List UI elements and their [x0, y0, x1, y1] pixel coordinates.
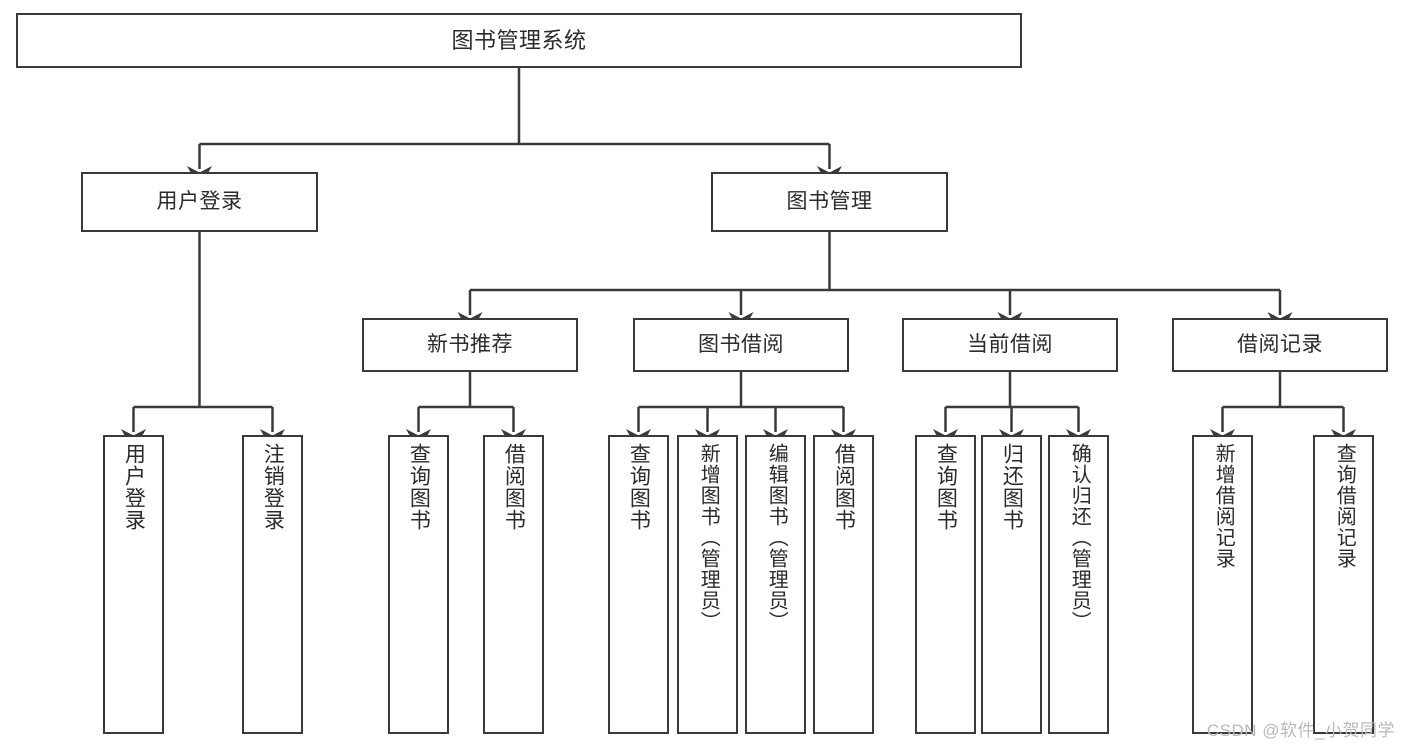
node-leaf-return[interactable]: 归还图书 [981, 435, 1042, 734]
node-leaf-edit-book[interactable]: 编辑图书（管理员） [745, 435, 806, 734]
node-label: 借阅图书 [502, 443, 526, 531]
node-label: 注销登录 [261, 443, 285, 531]
node-label: 确认归还（管理员） [1068, 443, 1091, 632]
node-book-manage[interactable]: 图书管理 [711, 172, 948, 232]
node-user-login[interactable]: 用户登录 [81, 172, 318, 232]
node-label: 编辑图书（管理员） [765, 443, 788, 632]
node-leaf-add-book[interactable]: 新增图书（管理员） [677, 435, 738, 734]
node-label: 图书管理 [786, 189, 873, 213]
node-label: 新增图书（管理员） [697, 443, 720, 632]
node-leaf-logout[interactable]: 注销登录 [242, 435, 303, 734]
node-leaf-user-login[interactable]: 用户登录 [103, 435, 164, 734]
node-label: 查询图书 [407, 443, 431, 531]
node-label: 查询图书 [934, 443, 958, 531]
node-label: 查询图书 [627, 443, 651, 531]
node-root[interactable]: 图书管理系统 [16, 13, 1022, 68]
node-leaf-borrow-2[interactable]: 借阅图书 [813, 435, 874, 734]
node-current-borrow[interactable]: 当前借阅 [902, 318, 1118, 372]
node-leaf-borrow-1[interactable]: 借阅图书 [483, 435, 544, 734]
node-borrow-record[interactable]: 借阅记录 [1172, 318, 1388, 372]
node-label: 查询借阅记录 [1333, 443, 1356, 569]
node-label: 借阅图书 [832, 443, 856, 531]
node-label: 新书推荐 [427, 332, 513, 356]
node-leaf-query-1[interactable]: 查询图书 [388, 435, 449, 734]
node-label: 归还图书 [1000, 443, 1024, 531]
node-book-borrow[interactable]: 图书借阅 [633, 318, 849, 372]
node-new-book-rec[interactable]: 新书推荐 [362, 318, 578, 372]
node-leaf-query-rec[interactable]: 查询借阅记录 [1313, 435, 1374, 734]
node-label: 新增借阅记录 [1212, 443, 1235, 569]
node-label: 图书借阅 [698, 332, 784, 356]
node-leaf-add-rec[interactable]: 新增借阅记录 [1192, 435, 1253, 734]
node-label: 借阅记录 [1237, 332, 1323, 356]
watermark: CSDN @软件_小贺同学 [1206, 721, 1395, 740]
node-label: 当前借阅 [967, 332, 1053, 356]
node-leaf-query-3[interactable]: 查询图书 [915, 435, 976, 734]
node-leaf-query-2[interactable]: 查询图书 [608, 435, 669, 734]
node-label: 用户登录 [122, 443, 146, 531]
node-label: 用户登录 [156, 189, 243, 213]
node-label: 图书管理系统 [451, 27, 587, 53]
node-leaf-confirm[interactable]: 确认归还（管理员） [1048, 435, 1109, 734]
